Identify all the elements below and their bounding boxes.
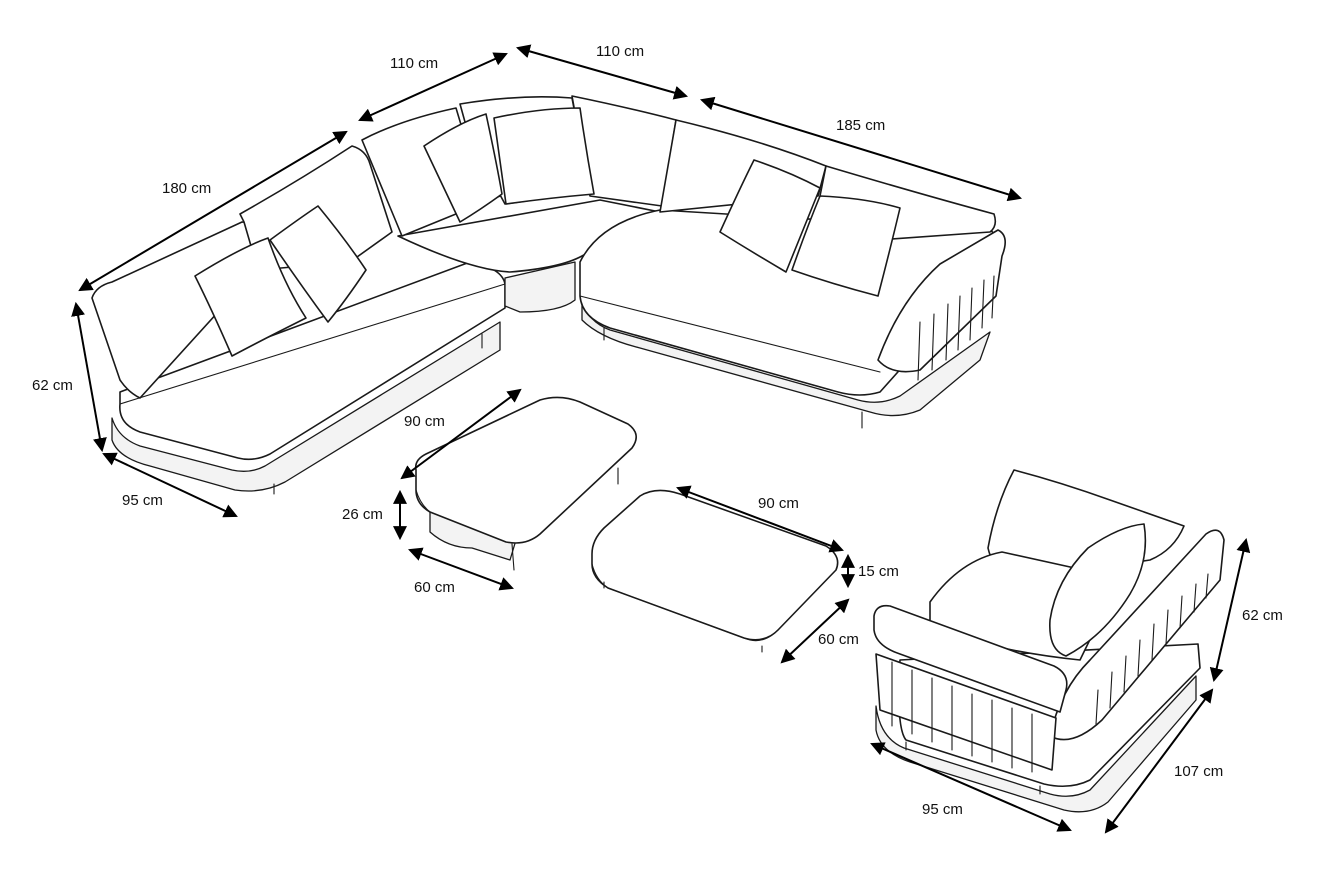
coffee-table-small-top <box>591 489 839 641</box>
label-corner-module-right: 110 cm <box>596 43 644 60</box>
dim-arrow-185 <box>699 96 1023 202</box>
label-armchair-width: 95 cm <box>922 801 963 818</box>
coffee-table-small <box>591 489 839 653</box>
dim-arrow-62-chair <box>1209 537 1251 683</box>
dim-arrow-110-left <box>358 52 508 122</box>
label-table-small-width: 60 cm <box>818 631 859 648</box>
dim-arrow-110-right <box>515 44 689 100</box>
label-corner-right-length: 185 cm <box>836 117 885 134</box>
label-table-large-width: 60 cm <box>414 579 455 596</box>
right-pillow-2 <box>791 195 901 297</box>
dim-arrow-62-sofa <box>71 301 107 453</box>
armchair <box>873 469 1225 813</box>
right-sofa-base <box>581 299 991 417</box>
dim-arrow-90-small <box>676 485 844 553</box>
dimension-labels: 180 cm 110 cm 110 cm 185 cm 62 cm 95 cm … <box>32 43 1283 818</box>
dim-arrow-60-large <box>408 547 514 591</box>
dim-arrow-95-sofa <box>102 452 238 518</box>
dim-arrow-180 <box>78 130 348 292</box>
corner-pillow-2 <box>493 107 595 205</box>
label-table-large-height: 26 cm <box>342 506 383 523</box>
corner-module-seat <box>397 199 661 273</box>
dimension-arrows <box>71 44 1251 834</box>
armchair-pillow <box>1049 523 1147 657</box>
right-armrest-slats <box>917 275 995 381</box>
label-sofa-height: 62 cm <box>32 377 73 394</box>
label-table-large-length: 90 cm <box>404 413 445 430</box>
label-sofa-seat-depth: 95 cm <box>122 492 163 509</box>
dim-arrow-60-small <box>780 598 850 664</box>
dim-arrow-90-large <box>400 388 522 480</box>
label-corner-left-depth: 180 cm <box>162 180 211 197</box>
label-corner-module-left: 110 cm <box>390 55 438 72</box>
right-armrest <box>877 229 1006 373</box>
armchair-front-armrest <box>873 604 1068 713</box>
label-armchair-height: 62 cm <box>1242 607 1283 624</box>
label-armchair-depth: 107 cm <box>1174 763 1223 780</box>
label-table-small-height: 15 cm <box>858 563 899 580</box>
dim-arrow-95-chair <box>870 742 1072 832</box>
dim-arrow-107 <box>1104 688 1214 834</box>
label-table-small-length: 90 cm <box>758 495 799 512</box>
